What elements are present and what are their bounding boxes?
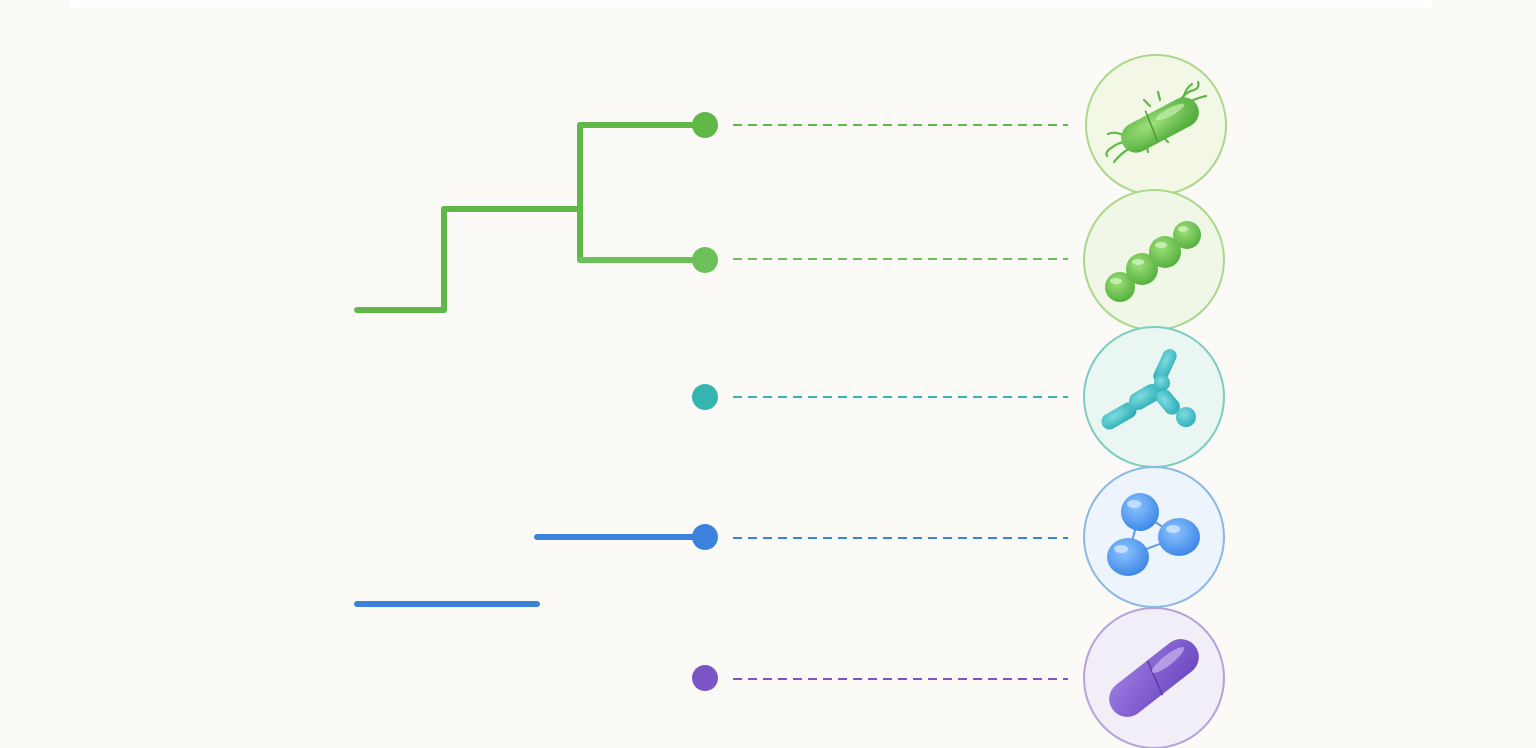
- top-strip: [70, 0, 1432, 8]
- leaf-node-3: [692, 384, 718, 410]
- tree-clade-green-teal: [441, 122, 708, 400]
- leaf-node-1: [692, 112, 718, 138]
- tree-clade-blue-purple: [534, 534, 708, 681]
- leaf-node-4: [692, 524, 718, 550]
- leaf-node-2: [692, 247, 718, 273]
- cocci-cluster-icon: [1083, 466, 1225, 608]
- streptococcus-chain-icon: [1083, 189, 1225, 331]
- branched-filament-icon: [1083, 326, 1225, 468]
- tree-internal-node-main: [354, 307, 540, 607]
- bacillus-rod-icon: [1083, 607, 1225, 748]
- tree-root-branch: [265, 465, 360, 748]
- rod-bacterium-with-flagella-icon: [1085, 54, 1227, 196]
- leaf-node-5: [692, 665, 718, 691]
